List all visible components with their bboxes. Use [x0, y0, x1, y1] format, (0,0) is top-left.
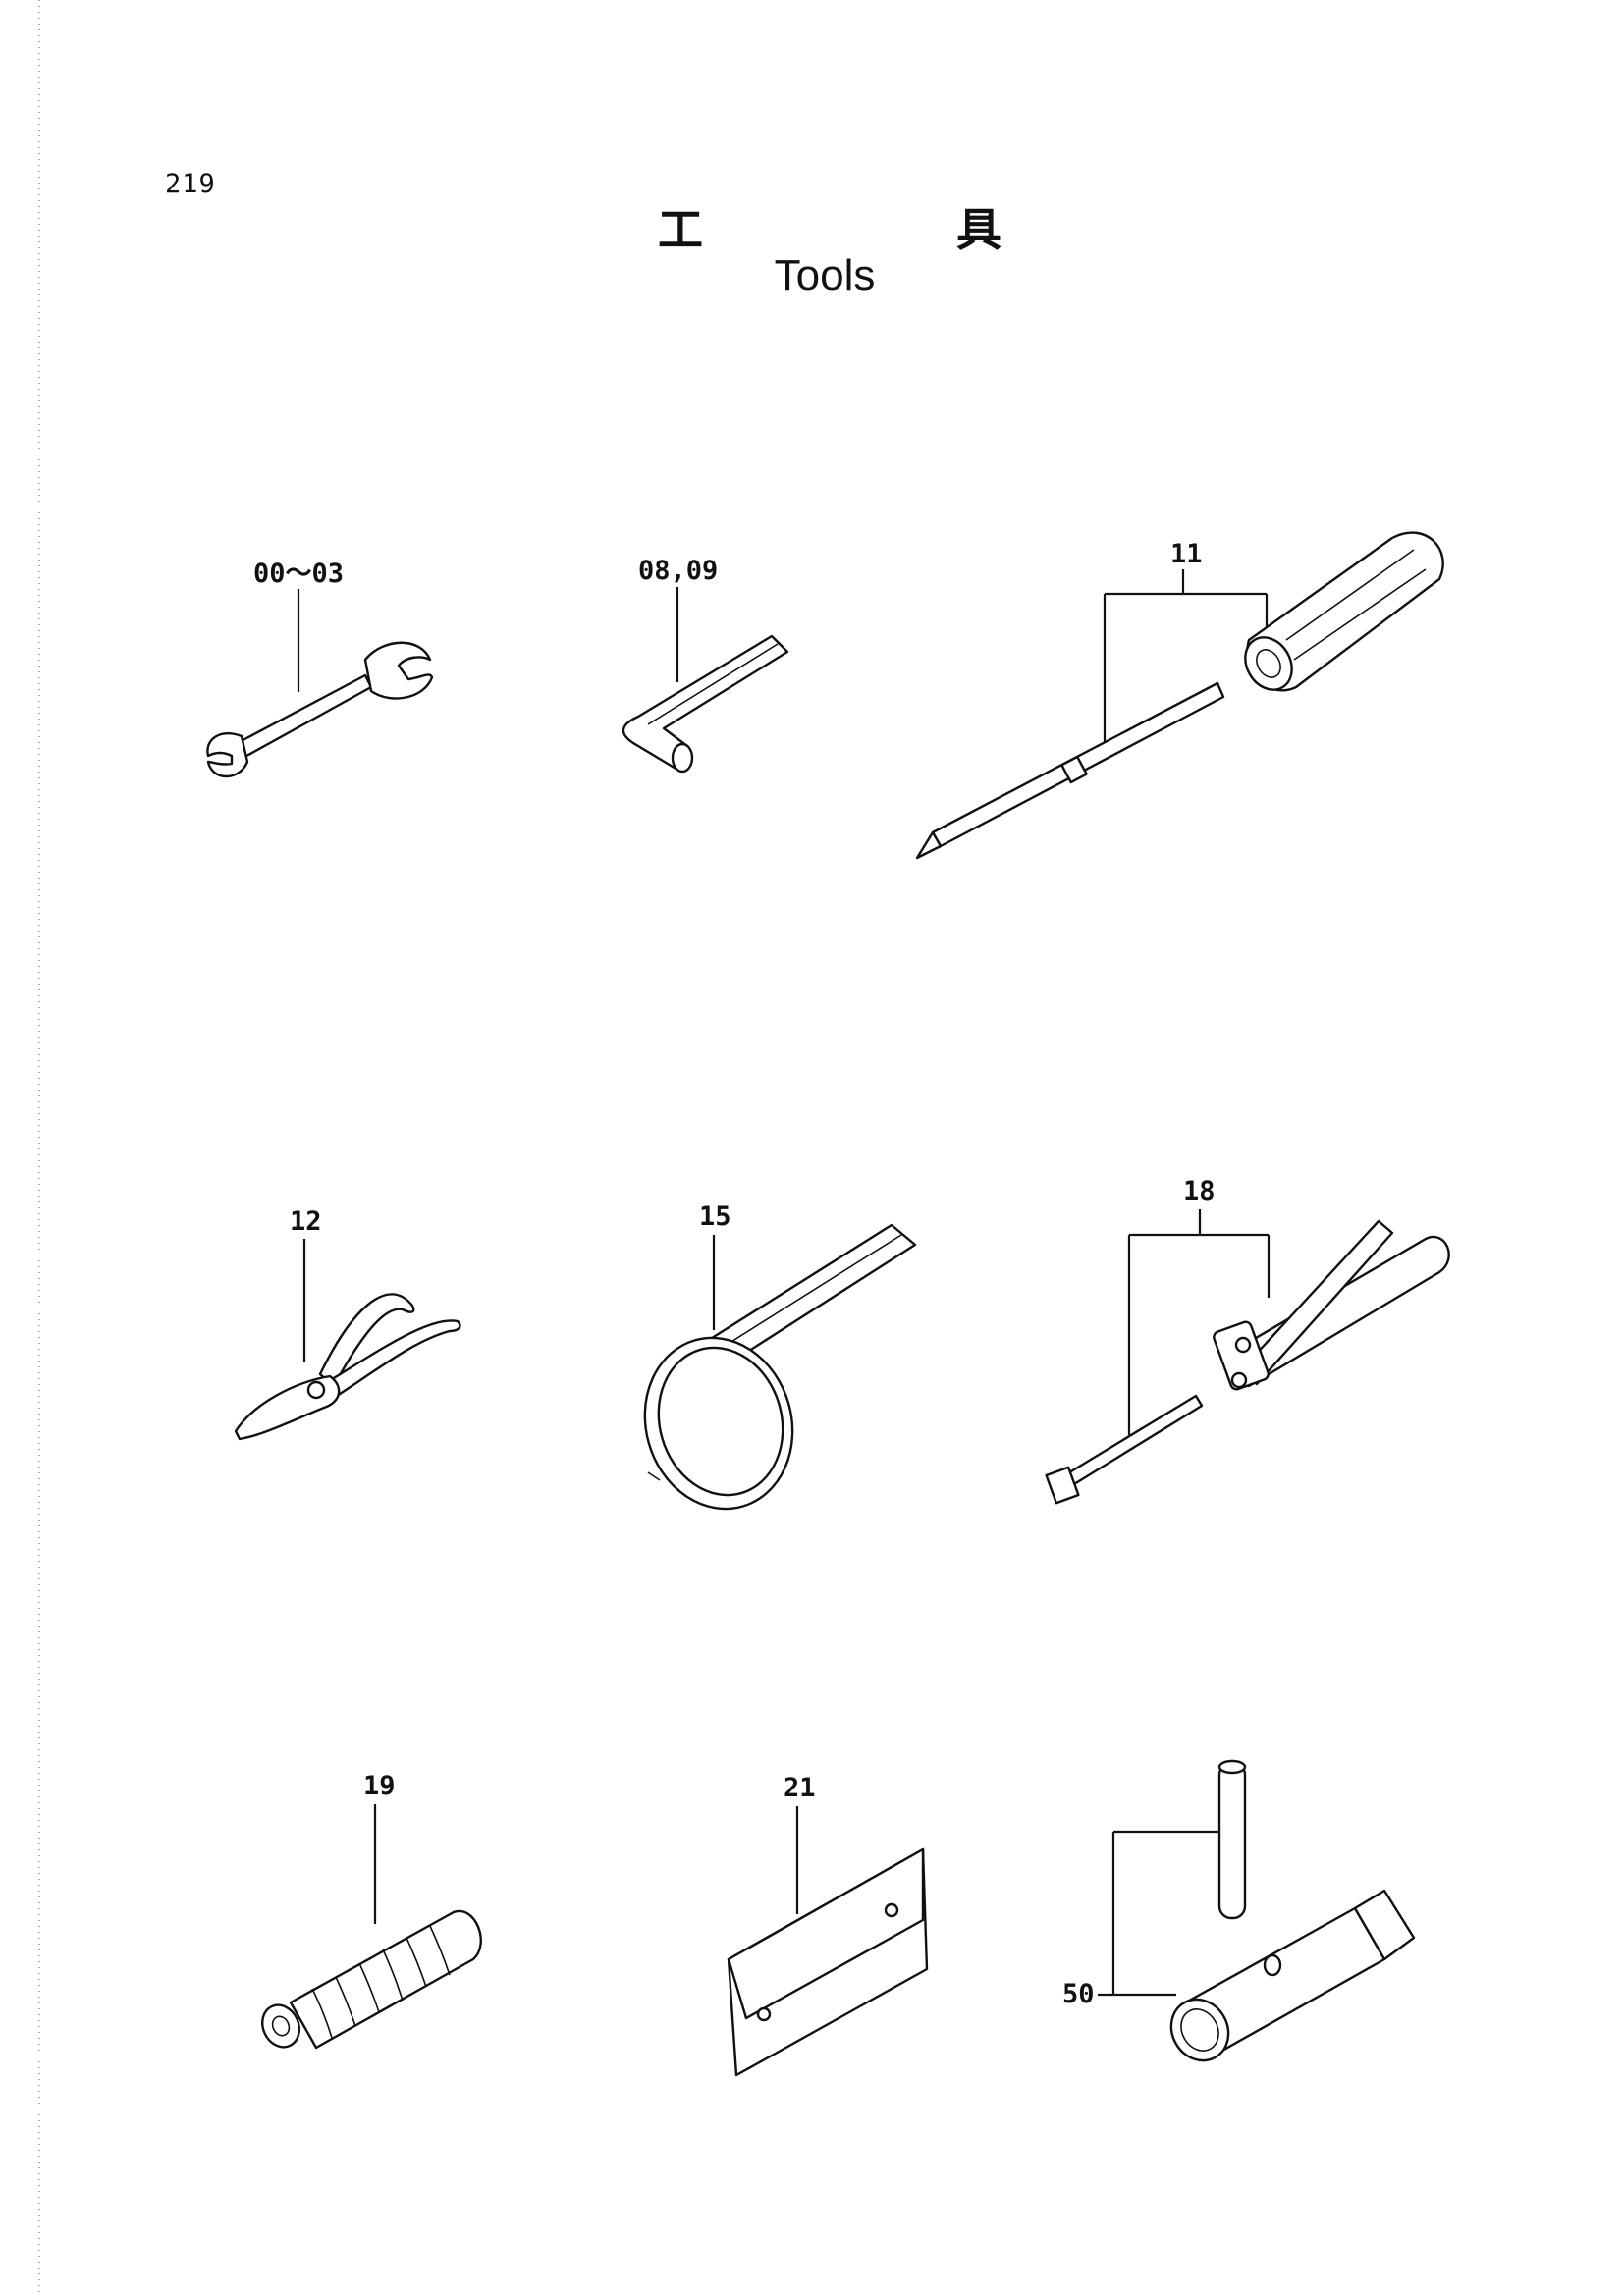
part-label-pliers: 12	[290, 1206, 322, 1237]
part-hex-key: 08,09	[622, 556, 789, 774]
part-screwdriver: 11	[915, 531, 1444, 860]
part-label-grease-boot: 19	[363, 1771, 396, 1801]
title-jp-left: 工	[658, 203, 703, 256]
part-grease-boot: 19	[261, 1771, 482, 2050]
part-grease-gun: 18	[1045, 1176, 1450, 1505]
part-label-socket-wrench: 50	[1062, 1979, 1095, 2009]
grease-boot-icon	[261, 1909, 482, 2050]
part-filter-wrench: 15	[643, 1201, 917, 1511]
part-tool-bag: 21	[727, 1773, 929, 2077]
part-pliers: 12	[234, 1206, 461, 1441]
part-label-filter-wrench: 15	[699, 1201, 731, 1232]
part-label-grease-gun: 18	[1183, 1176, 1216, 1206]
wrench-icon	[206, 641, 434, 778]
pliers-icon	[234, 1293, 461, 1441]
grease-gun-icon	[1045, 1219, 1450, 1505]
title-jp-right: 具	[956, 203, 1001, 256]
page-title-japanese: 工 具	[658, 194, 1001, 259]
screwdriver-icon	[915, 531, 1444, 860]
part-label-tool-bag: 21	[784, 1773, 816, 1803]
part-label-wrench: 00～03	[253, 559, 344, 589]
socket-wrench-icon	[1169, 1759, 1416, 2062]
part-label-screwdriver: 11	[1170, 539, 1203, 569]
tool-bag-icon	[727, 1847, 929, 2077]
part-socket-wrench: 50	[1062, 1759, 1416, 2062]
part-wrench: 00～03	[206, 559, 434, 778]
page-number: 219	[165, 169, 216, 199]
filter-wrench-icon	[643, 1223, 917, 1511]
hex-key-icon	[622, 634, 789, 774]
page-title-english: Tools	[774, 251, 876, 299]
part-label-hex-key: 08,09	[638, 556, 718, 586]
